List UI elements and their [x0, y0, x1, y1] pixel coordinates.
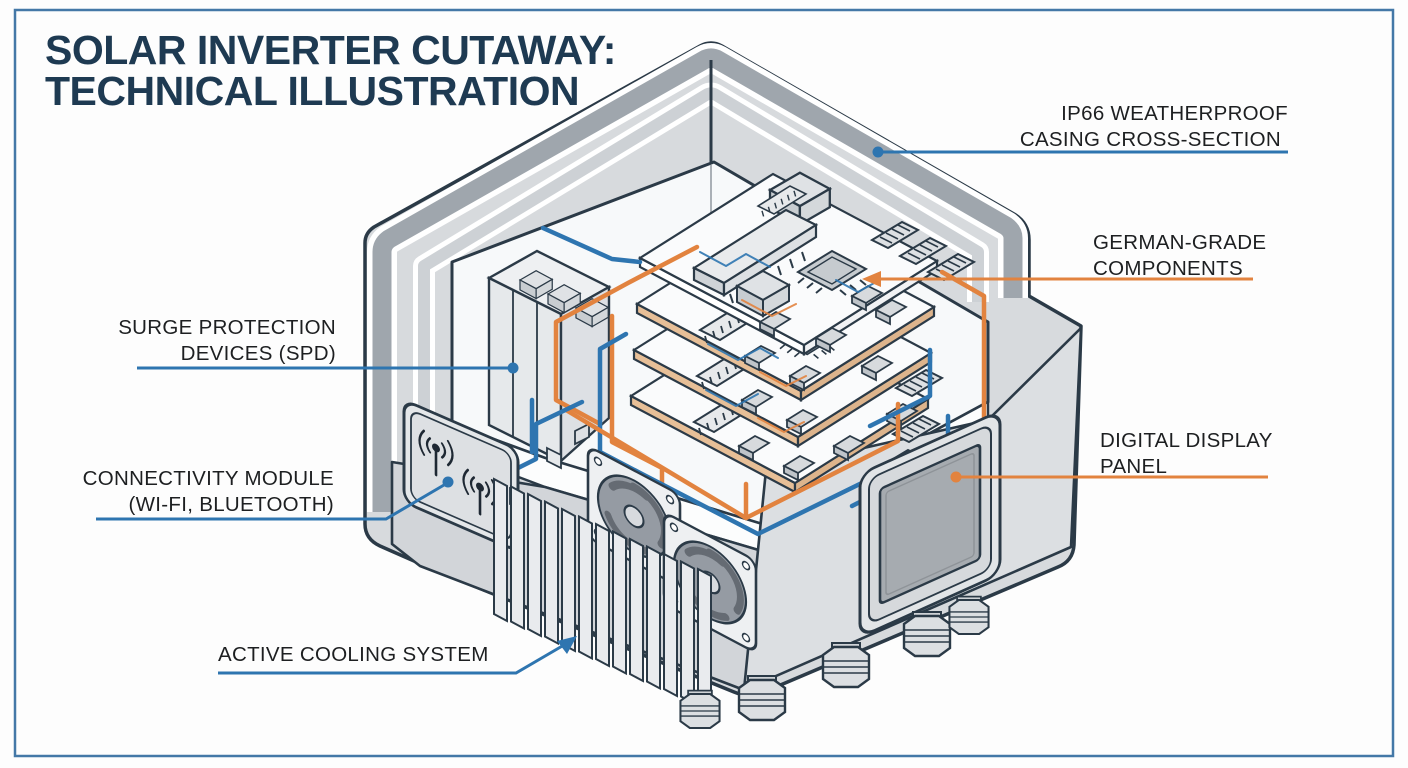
inverter-device [363, 41, 1083, 730]
surge-protection-devices [486, 249, 612, 470]
digital-display-panel [858, 414, 1002, 634]
label-german-line2: COMPONENTS [1093, 257, 1243, 280]
callout-display-panel: DIGITAL DISPLAY PANEL [950, 429, 1273, 483]
pcb-stack [629, 171, 975, 494]
label-display-line2: PANEL [1100, 455, 1167, 478]
leader-dot [507, 362, 519, 374]
label-display-line1: DIGITAL DISPLAY [1100, 429, 1273, 452]
page-title: SOLAR INVERTER CUTAWAY: TECHNICAL ILLUST… [45, 27, 616, 114]
label-ip66-line1: IP66 WEATHERPROOF [1061, 102, 1288, 125]
page-border-frame [13, 8, 1395, 758]
leader-dot [872, 146, 884, 158]
page-title-line2: TECHNICAL ILLUSTRATION [45, 68, 579, 114]
connectivity-module [402, 402, 521, 550]
callout-german-components: GERMAN-GRADE COMPONENTS [862, 231, 1266, 287]
page-title-line1: SOLAR INVERTER CUTAWAY: [45, 27, 616, 73]
leader-dot [950, 471, 962, 483]
leader-arrow [862, 271, 881, 287]
leader-dot [442, 476, 454, 488]
callout-ip66-casing: IP66 WEATHERPROOF CASING CROSS-SECTION [872, 102, 1288, 158]
leader-arrow [557, 636, 577, 654]
callout-spd: SURGE PROTECTION DEVICES (SPD) [118, 316, 519, 374]
display-screen [878, 444, 982, 605]
label-german-line1: GERMAN-GRADE [1093, 231, 1266, 254]
label-cooling-line1: ACTIVE COOLING SYSTEM [218, 643, 489, 666]
label-ip66-line2: CASING CROSS-SECTION [1020, 128, 1281, 151]
callout-cooling: ACTIVE COOLING SYSTEM [218, 636, 577, 675]
label-spd-line1: SURGE PROTECTION [118, 316, 336, 339]
label-connectivity-line1: CONNECTIVITY MODULE [83, 467, 334, 490]
callout-connectivity: CONNECTIVITY MODULE (WI-FI, BLUETOOTH) [83, 467, 454, 521]
label-connectivity-line2: (WI-FI, BLUETOOTH) [129, 493, 334, 516]
label-spd-line2: DEVICES (SPD) [181, 342, 336, 365]
